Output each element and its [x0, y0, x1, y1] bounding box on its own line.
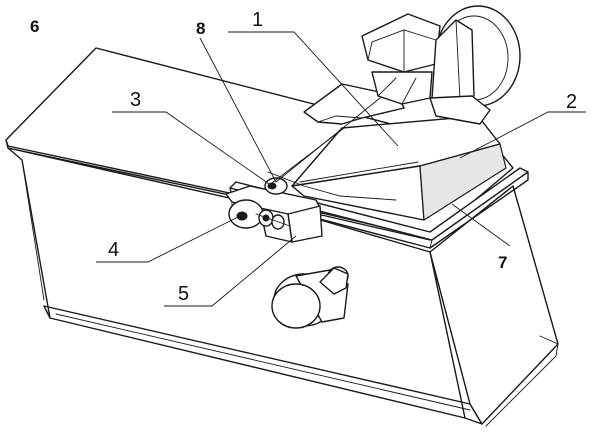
label-8: 8	[196, 19, 205, 38]
housing-right-flange	[485, 335, 559, 427]
housing-front-inner-left	[21, 159, 45, 301]
top-diagonal-line-2	[275, 97, 381, 183]
leader-8	[199, 37, 277, 183]
hopper-part-1	[291, 115, 507, 221]
gear-shaft-line	[255, 213, 291, 227]
motor-support-frame	[371, 71, 433, 105]
fan-housing-seam	[455, 19, 461, 101]
motor-box-edge-1	[367, 29, 437, 61]
motor-lower-neck	[429, 95, 491, 125]
front-motor	[271, 266, 349, 329]
top-surface-ridge	[267, 171, 397, 201]
label-6: 6	[30, 17, 39, 36]
wheel-part-4-hub	[236, 211, 248, 221]
label-4: 4	[108, 239, 119, 261]
label-3: 3	[130, 89, 141, 111]
leader-5	[164, 235, 297, 307]
label-1: 1	[252, 9, 263, 31]
rail-back-edge	[429, 239, 433, 249]
front-motor-face	[271, 283, 321, 329]
leader-1	[228, 31, 399, 147]
leader-3	[112, 111, 273, 187]
leader-4	[96, 215, 241, 263]
motor-support-brace-2	[401, 77, 417, 105]
housing-bottom-flange-edge	[55, 313, 471, 411]
label-2: 2	[566, 91, 577, 113]
rear-bracket-edge	[317, 115, 363, 123]
callouts: 1 2 3 8 6 4 5 7	[30, 9, 586, 307]
label-5: 5	[178, 283, 189, 305]
leader-2	[459, 111, 586, 159]
hopper-rim-line	[299, 161, 419, 183]
motor-support-brace-1	[377, 77, 397, 97]
front-motor-shaft-body	[319, 267, 349, 295]
front-mechanism	[225, 177, 323, 243]
leader-7	[451, 203, 511, 247]
housing-right-corner-line	[429, 251, 471, 405]
housing-front-edge	[5, 139, 431, 241]
label-7: 7	[498, 253, 507, 272]
top-motor-assembly	[361, 5, 521, 125]
motor-box-front	[361, 13, 441, 73]
